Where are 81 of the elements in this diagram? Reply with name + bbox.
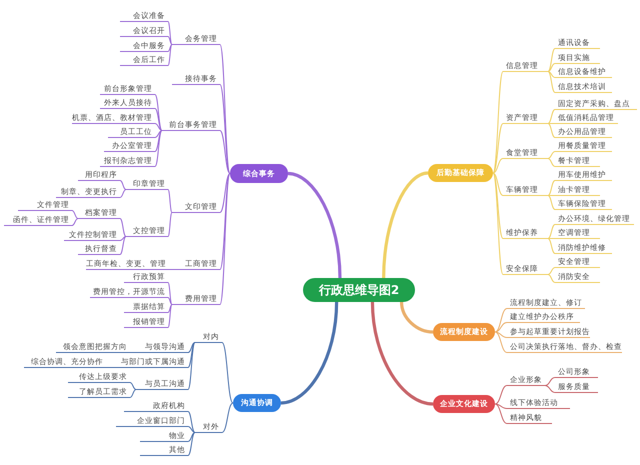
connector-line	[548, 71, 556, 78]
connector-line	[548, 123, 556, 124]
connector-line	[400, 302, 434, 334]
connector-line	[220, 173, 230, 305]
connector-line	[548, 195, 556, 196]
connector-line	[544, 385, 556, 393]
connector-line	[188, 411, 196, 433]
connector-line	[72, 210, 78, 219]
connector-line	[120, 236, 126, 255]
connector-line	[154, 130, 162, 152]
connector-line	[168, 269, 172, 270]
connector-line	[492, 172, 504, 196]
connector-line	[188, 432, 196, 456]
connector-line	[120, 180, 126, 190]
connector-line	[492, 123, 504, 174]
connector-line	[548, 238, 556, 254]
connector-line	[130, 352, 136, 353]
connector-line	[130, 382, 136, 390]
connector-line	[222, 342, 234, 404]
connector-line	[168, 44, 172, 52]
connector-line	[154, 108, 162, 131]
connector-line	[168, 212, 172, 237]
connector-line	[220, 130, 230, 174]
connector-line	[494, 322, 508, 332]
connector-line	[548, 267, 556, 275]
connector-line	[120, 189, 126, 198]
connector-line	[220, 173, 230, 213]
connector-line	[168, 304, 172, 313]
connector-line	[154, 130, 162, 138]
connector-line	[168, 297, 172, 305]
connector-line	[106, 367, 112, 368]
connector-line	[548, 195, 556, 210]
connector-line	[72, 218, 78, 226]
connector-line	[220, 44, 230, 174]
connector-line	[494, 404, 508, 409]
connector-line	[168, 304, 172, 328]
connector-line	[544, 377, 556, 386]
connector-line	[168, 44, 172, 66]
connector-line	[548, 48, 556, 72]
connector-line	[188, 342, 196, 390]
connector-line	[492, 71, 504, 174]
connector-line	[154, 130, 162, 167]
connector-line	[188, 342, 196, 368]
connector-line	[548, 123, 556, 138]
connector-line	[120, 236, 126, 241]
connector-line	[188, 432, 196, 442]
connector-line	[130, 389, 136, 398]
connector-line	[120, 218, 126, 237]
connector-line	[288, 172, 342, 278]
connector-line	[154, 123, 162, 131]
connector-line	[154, 94, 162, 131]
connector-line	[492, 172, 504, 275]
connector-line	[168, 282, 172, 305]
connector-line	[548, 109, 556, 124]
connector-line	[168, 36, 172, 45]
central-topic: 行政思维导图2	[303, 278, 415, 302]
connector-line	[548, 158, 556, 167]
connector-line	[494, 404, 508, 424]
connector-line	[548, 151, 556, 159]
connector-line	[280, 302, 338, 405]
connector-line	[548, 274, 556, 283]
connector-line	[548, 238, 556, 239]
connector-line	[188, 426, 196, 433]
connector-line	[168, 21, 172, 45]
connector-line	[492, 158, 504, 174]
connector-line	[188, 342, 196, 353]
connector-line	[494, 385, 508, 404]
connector-line	[548, 224, 556, 239]
connector-line	[382, 171, 428, 278]
connector-line	[492, 172, 504, 239]
connector-line	[494, 308, 508, 332]
connector-line	[548, 63, 556, 72]
connector-line	[222, 402, 234, 433]
connector-line	[370, 302, 434, 406]
connector-line	[548, 71, 556, 93]
connector-line	[494, 332, 508, 353]
connector-line	[220, 173, 230, 270]
connector-line	[494, 332, 508, 338]
connector-line	[220, 84, 230, 174]
connector-line	[168, 189, 172, 213]
connector-line	[548, 180, 556, 196]
